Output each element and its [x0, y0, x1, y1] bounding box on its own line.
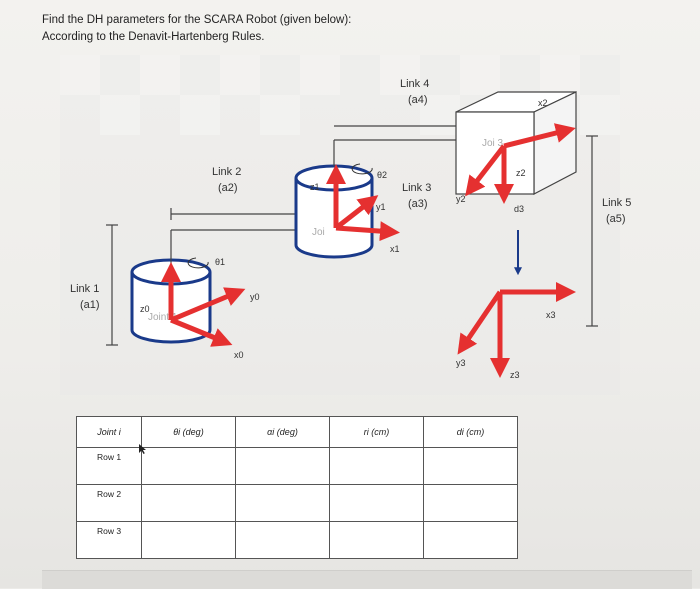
link-1-bracket	[106, 224, 118, 346]
question-line-1: Find the DH parameters for the SCARA Rob…	[42, 14, 352, 26]
y2-axis-arrow	[465, 144, 506, 197]
d-cell[interactable]	[423, 521, 518, 559]
y0-axis-arrow	[170, 287, 246, 323]
row-label: Row 2	[76, 484, 142, 522]
row-label: Row 3	[76, 521, 142, 559]
y1-label: y1	[376, 202, 386, 212]
header-d: di (cm)	[423, 416, 518, 448]
dh-parameter-table: Joint i θi (deg) αi (deg) ri (cm) di (cm…	[76, 416, 518, 559]
y3-label: y3	[456, 358, 466, 368]
x2-axis-arrow	[503, 123, 576, 149]
answer-box-edge[interactable]	[42, 570, 692, 589]
d3-label: d3	[514, 204, 524, 214]
x1-axis-arrow	[335, 221, 400, 242]
x0-axis-arrow	[170, 317, 233, 347]
z1-label: z1	[310, 182, 320, 192]
joint-1-label: Joint 1	[148, 312, 178, 323]
link-2-param: (a2)	[218, 182, 238, 194]
header-r: ri (cm)	[329, 416, 424, 448]
y3-axis-arrow	[457, 290, 503, 355]
theta-cell[interactable]	[141, 521, 236, 559]
link-5-bracket	[586, 135, 598, 327]
header-joint: Joint i	[76, 416, 142, 448]
table-row: Row 2	[76, 484, 518, 522]
x3-label: x3	[546, 310, 556, 320]
joint-3-label: Joi 3	[482, 138, 504, 149]
y0-label: y0	[250, 292, 260, 302]
x1-label: x1	[390, 244, 400, 254]
theta-cell[interactable]	[141, 447, 236, 485]
x0-label: x0	[234, 350, 244, 360]
alpha-cell[interactable]	[235, 484, 330, 522]
alpha-cell[interactable]	[235, 447, 330, 485]
link-1-param: (a1)	[80, 299, 100, 311]
theta-2-label: θ2	[377, 170, 387, 180]
question-text: Find the DH parameters for the SCARA Rob…	[42, 12, 351, 46]
alpha-cell[interactable]	[235, 521, 330, 559]
table-row: Row 1	[76, 447, 518, 485]
d-cell[interactable]	[423, 447, 518, 485]
link-3-param: (a3)	[408, 198, 428, 210]
link-4-param: (a4)	[408, 94, 428, 106]
z2-label: z2	[516, 168, 526, 178]
link-1-label: Link 1	[70, 283, 99, 295]
d-cell[interactable]	[423, 484, 518, 522]
table-row: Row 3	[76, 521, 518, 559]
mouse-cursor-icon	[139, 444, 146, 454]
theta-2-rotation-icon	[351, 163, 373, 175]
y1-axis-arrow	[334, 195, 379, 230]
joint-2-label: Joi	[312, 227, 325, 238]
y2-label: y2	[456, 194, 466, 204]
row-label: Row 1	[76, 447, 142, 485]
joint-3-box	[455, 91, 577, 195]
theta-1-label: θ1	[215, 257, 225, 267]
header-alpha: αi (deg)	[235, 416, 330, 448]
r-cell[interactable]	[329, 447, 424, 485]
z3-label: z3	[510, 370, 520, 380]
link-3-label: Link 3	[402, 182, 431, 194]
link-2-label: Link 2	[212, 166, 241, 178]
table-header-row: Joint i θi (deg) αi (deg) ri (cm) di (cm…	[76, 416, 518, 448]
r-cell[interactable]	[329, 484, 424, 522]
theta-cell[interactable]	[141, 484, 236, 522]
header-theta: θi (deg)	[141, 416, 236, 448]
x2-label: x2	[538, 98, 548, 108]
question-line-2: According to the Denavit-Hartenberg Rule…	[42, 31, 265, 43]
link-5-label: Link 5	[602, 197, 631, 209]
theta-1-rotation-icon	[187, 257, 209, 269]
scara-robot-diagram: Link 1 (a1) Joint 1 Link 2 (a2) θ1 z0 y0…	[70, 78, 632, 380]
z0-label: z0	[140, 304, 150, 314]
link-5-param: (a5)	[606, 213, 626, 225]
link-4-label: Link 4	[400, 78, 429, 90]
r-cell[interactable]	[329, 521, 424, 559]
